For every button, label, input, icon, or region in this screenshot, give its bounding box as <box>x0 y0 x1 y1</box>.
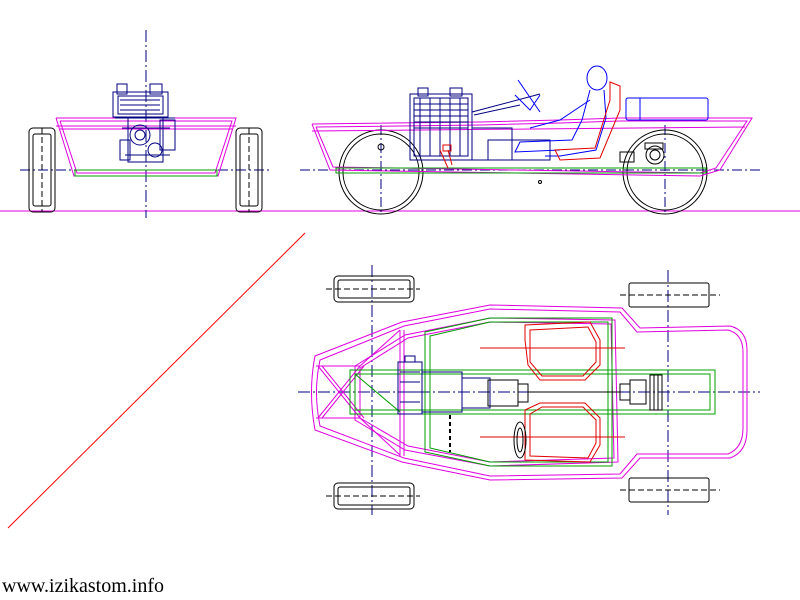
side-driver-figure <box>514 65 608 157</box>
front-chassis-rail <box>74 169 218 177</box>
side-center-marker <box>538 180 542 184</box>
top-view <box>298 265 760 515</box>
top-seat-right <box>480 402 625 463</box>
top-pedal-unit <box>513 421 527 459</box>
front-right-wheel <box>235 127 263 213</box>
top-rear-differential <box>619 374 663 411</box>
top-outer-frame <box>311 304 748 481</box>
front-view <box>20 30 270 218</box>
top-seat-left <box>480 321 625 381</box>
side-drivetrain <box>471 93 551 161</box>
side-rear-differential <box>619 142 665 165</box>
side-chassis-floor <box>335 167 707 174</box>
side-frame-body <box>311 117 753 177</box>
front-engine <box>112 83 176 163</box>
top-rear-left-wheel <box>620 282 720 308</box>
top-rear-right-wheel <box>620 477 720 503</box>
top-engine <box>397 355 491 415</box>
projection-diagonal <box>7 232 306 529</box>
side-view <box>300 65 760 215</box>
site-watermark: www.izikastom.info <box>2 575 165 597</box>
top-gearbox <box>487 379 620 407</box>
side-fuel-tank <box>625 97 709 121</box>
front-left-wheel <box>28 127 56 213</box>
side-seat <box>554 81 621 161</box>
side-engine <box>409 87 473 161</box>
side-engine-accent <box>439 144 453 169</box>
top-front-right-wheel <box>326 482 420 510</box>
top-front-left-wheel <box>326 275 420 303</box>
